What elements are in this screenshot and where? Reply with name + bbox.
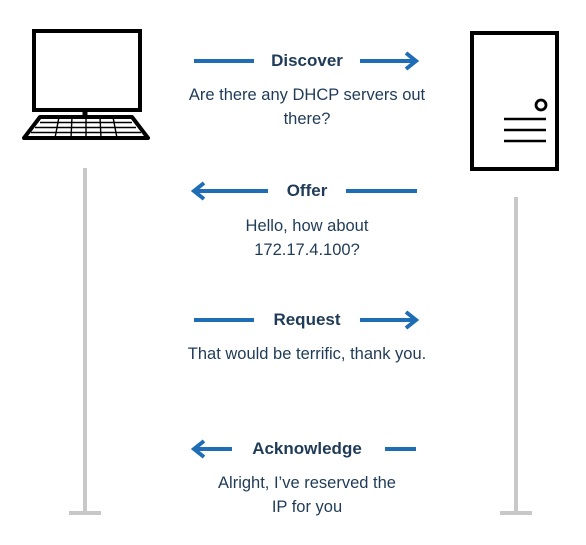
offer-label: Offer [286,181,328,200]
server-lifeline [500,197,532,515]
server-icon [470,31,559,171]
acknowledge-arrow [190,439,416,459]
client-lifeline [69,168,101,515]
acknowledge-message: Alright, I’ve reserved the IP for you [218,474,396,516]
discover-label: Discover [271,51,343,70]
computer-icon [22,29,150,140]
request-message: That would be terrific, thank you. [187,345,427,363]
discover-message: Are there any DHCP servers out there? [188,86,426,128]
request-label: Request [273,310,341,329]
offer-arrow [190,181,417,201]
request-arrow [194,310,420,330]
acknowledge-label: Acknowledge [252,439,362,458]
discover-arrow [194,51,420,71]
offer-message: Hello, how about 172.17.4.100? [245,217,369,259]
